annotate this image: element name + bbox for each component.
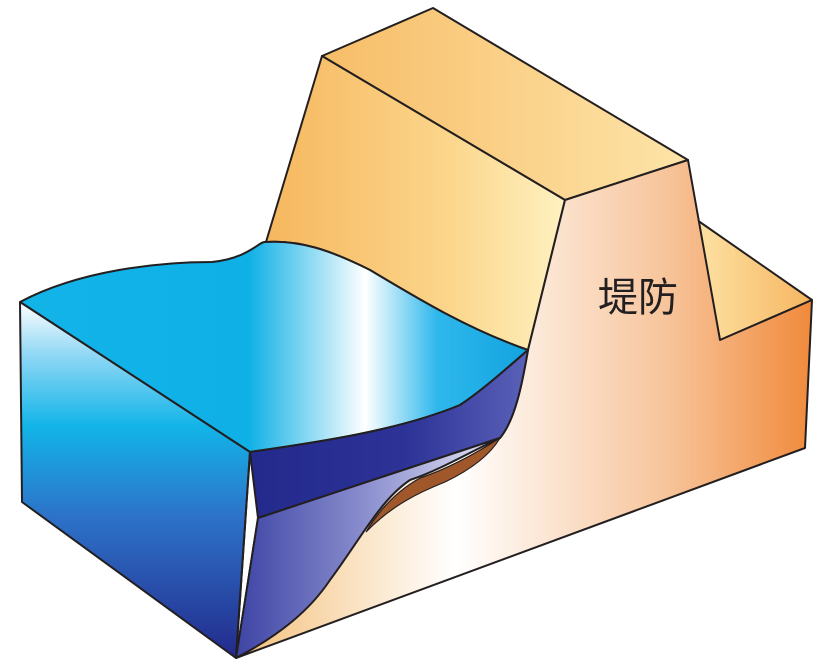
- block-edge-line: [235, 451, 251, 659]
- riverbed-mud: [365, 437, 501, 533]
- river-water-section-lower: [235, 437, 501, 659]
- river-water-section-upper: [249, 349, 529, 519]
- levee-label: 堤防: [598, 275, 678, 321]
